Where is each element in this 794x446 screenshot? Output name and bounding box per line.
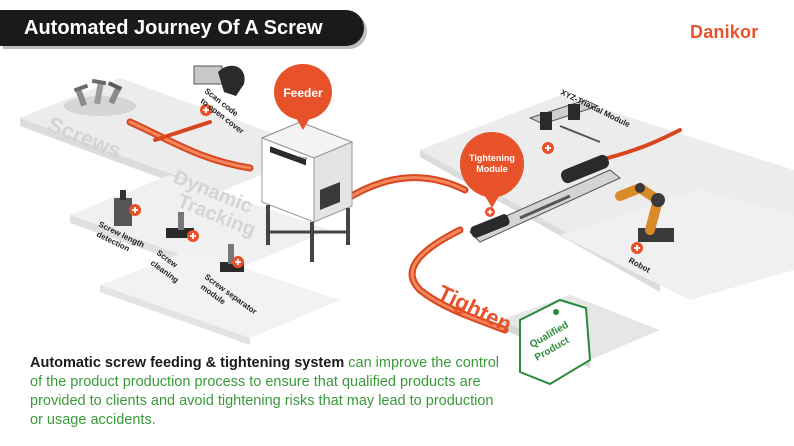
feeder-label: Feeder <box>283 86 323 100</box>
plus-icon <box>542 142 554 154</box>
tightening-label-line2: Module <box>476 164 508 174</box>
caption-body-text: can improve the control of the product p… <box>30 355 499 428</box>
tightening-pin-icon <box>460 132 524 208</box>
robot-arm <box>615 182 674 242</box>
caption-bold-text: Automatic screw feeding & tightening sys… <box>30 355 345 371</box>
plus-icon <box>232 256 244 268</box>
length-detection-device <box>114 190 132 226</box>
separator-device <box>220 244 244 272</box>
caption-paragraph: Automatic screw feeding & tightening sys… <box>30 354 500 430</box>
tightening-module <box>469 154 621 243</box>
feeder-brand-mark: Danikor <box>290 156 308 162</box>
feeder-pin-icon <box>274 64 332 130</box>
tightening-label-line1: Tightening <box>469 153 515 163</box>
plus-icon <box>631 242 643 254</box>
feeder-machine <box>260 121 354 262</box>
brand-logo: Danikor <box>690 22 759 42</box>
plus-icon <box>187 230 199 242</box>
screw-tubes <box>126 118 682 334</box>
plus-icons <box>129 104 643 268</box>
scanner-device <box>193 65 245 96</box>
plus-icon <box>129 204 141 216</box>
plus-icon <box>485 207 495 217</box>
qualified-product-tag <box>519 298 592 386</box>
screws-pile <box>64 78 136 116</box>
plus-icon <box>200 104 212 116</box>
title-banner: Automated Journey Of A Screw <box>0 10 364 46</box>
page-title: Automated Journey Of A Screw <box>24 17 323 39</box>
cleaning-device <box>166 212 194 238</box>
xyz-module <box>528 99 601 143</box>
